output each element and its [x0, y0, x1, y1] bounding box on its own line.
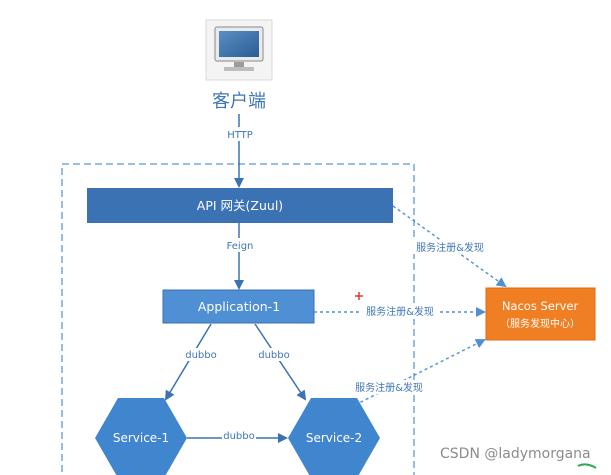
service-1-hexagon	[95, 398, 187, 475]
service-2-label: Service-2	[306, 431, 362, 445]
client-label: 客户端	[212, 91, 266, 112]
register-service-arrow	[354, 339, 486, 406]
nacos-server-subtitle: （服务发现中心）	[500, 317, 580, 330]
feign-label: Feign	[227, 241, 254, 252]
nacos-server-title: Nacos Server	[502, 299, 579, 313]
register-service-label: 服务注册&发现	[355, 381, 423, 394]
dubbo-left-label: dubbo	[185, 350, 217, 361]
api-gateway-box	[87, 188, 393, 223]
cursor-cross-icon	[355, 292, 363, 300]
api-gateway-label: API 网关(Zuul)	[197, 198, 283, 213]
green-mark-icon	[577, 463, 597, 469]
application-label: Application-1	[198, 299, 280, 314]
application-box	[162, 289, 315, 324]
dubbo-between-label: dubbo	[223, 431, 255, 442]
dubbo-left-arrow	[164, 323, 212, 401]
service-group-boundary	[61, 163, 415, 475]
watermark: CSDN @ladymorgana	[440, 446, 591, 462]
dubbo-right-arrow	[254, 323, 307, 401]
http-label: HTTP	[227, 130, 253, 141]
service-1-label: Service-1	[113, 431, 169, 445]
monitor-icon	[205, 19, 273, 81]
nacos-server-box	[485, 287, 596, 341]
dubbo-right-label: dubbo	[258, 350, 290, 361]
register-gateway-label: 服务注册&发现	[416, 241, 484, 254]
service-2-hexagon	[288, 398, 380, 475]
register-app-label: 服务注册&发现	[366, 305, 434, 318]
